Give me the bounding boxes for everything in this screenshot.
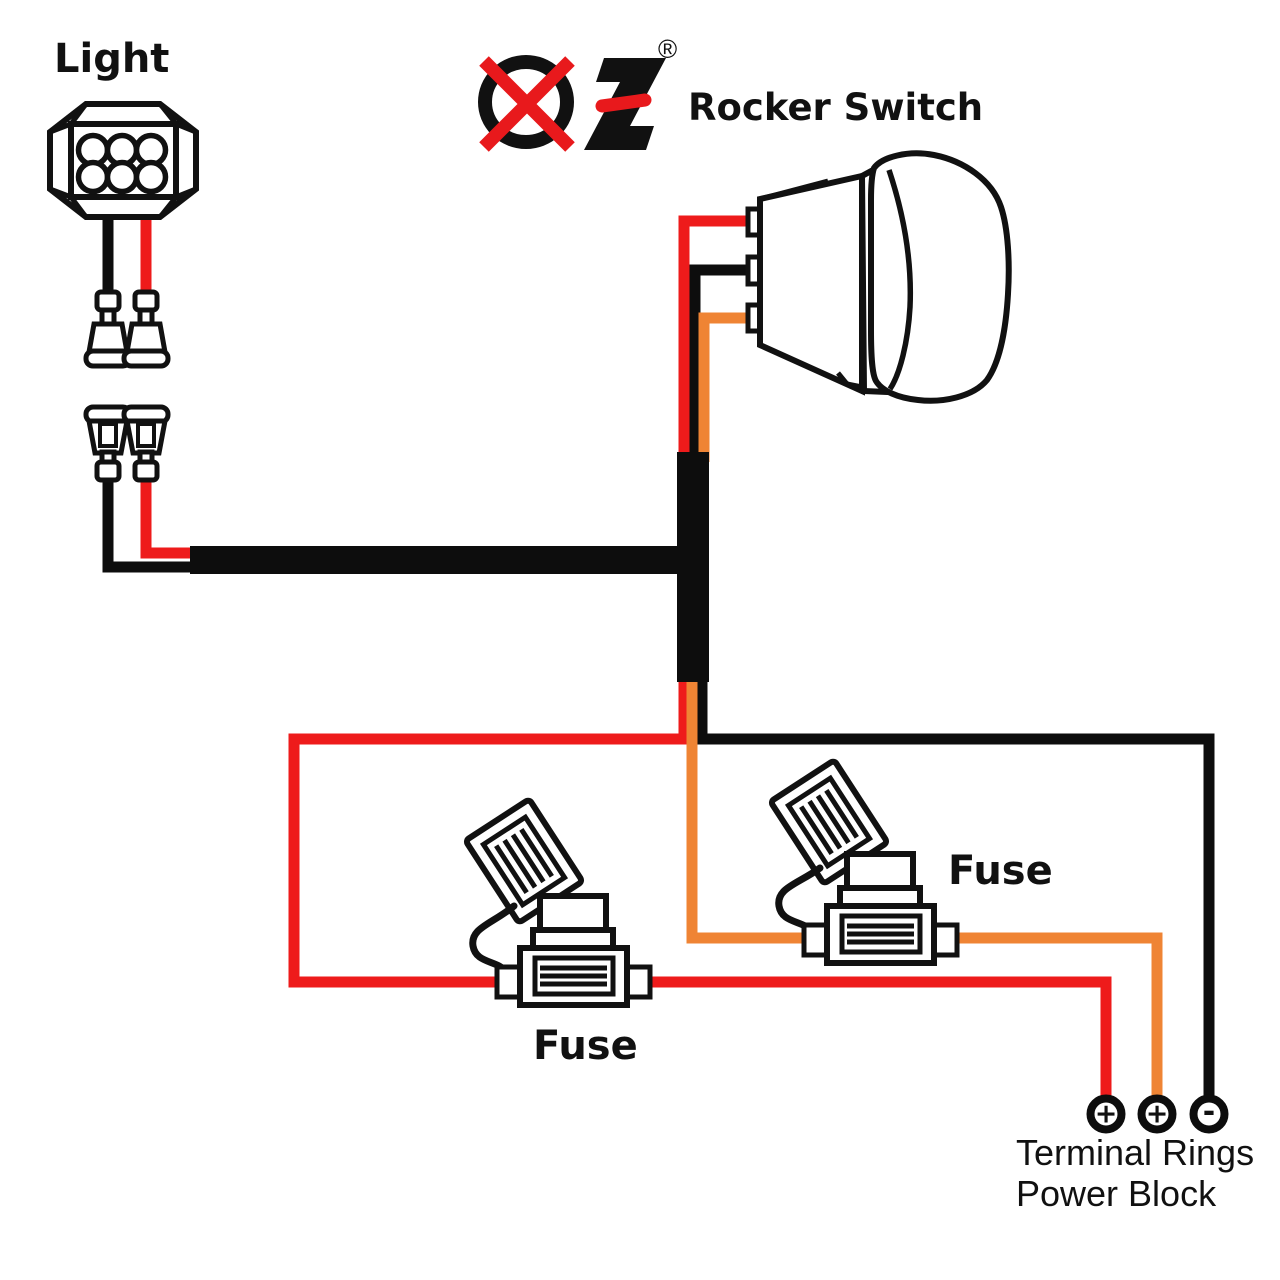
switch-rocker-paddle: [868, 150, 1012, 404]
harness-trunk: [677, 452, 709, 682]
terminal-ring-positive-2: [1137, 1094, 1177, 1134]
female-bullet-connector-black: [83, 404, 133, 483]
fuse-lead-wire-right: [775, 864, 824, 936]
oz-logo-registered: ®: [658, 34, 677, 64]
terminal-ring-negative: [1189, 1094, 1229, 1134]
wire-light-black: [102, 208, 196, 573]
wire-red-feed: [288, 680, 1112, 1098]
switch-body: [757, 172, 865, 396]
label-rocker-switch: Rocker Switch: [688, 86, 983, 129]
terminal-ring-positive-2-symbol: +: [1146, 1099, 1169, 1130]
oz-logo-o: [478, 55, 574, 149]
wires: [102, 208, 1215, 1098]
label-terminal-rings: Terminal Rings: [1016, 1132, 1254, 1173]
label-fuse-left: Fuse: [533, 1023, 638, 1069]
female-bullet-connector-red: [121, 404, 171, 483]
bullet-connectors-female: [83, 404, 171, 483]
fuse-holder-left: [494, 893, 653, 1008]
fuse-assembly-left: [463, 797, 653, 1008]
fuse-lead-wire-left: [469, 902, 518, 976]
fuse-holder-right: [801, 851, 960, 966]
fuse-assembly-right: [768, 758, 960, 966]
terminal-ring-positive-1-symbol: +: [1095, 1099, 1118, 1130]
switch-rocker-crease: [886, 169, 914, 391]
spare-fuse-left: [463, 797, 585, 925]
light-bar-led-pods: [75, 132, 169, 195]
wire-ground-black: [696, 680, 1215, 1098]
wire-switch-red: [678, 215, 757, 462]
label-fuse-right: Fuse: [948, 848, 1053, 894]
oz-logo-x: [479, 56, 575, 152]
power-block-rings: + + -: [1086, 1094, 1229, 1134]
bullet-connectors-male: [83, 289, 171, 369]
harness-sleeve: [190, 546, 680, 574]
wire-switch-orange: [698, 312, 757, 462]
wire-switch-black: [689, 264, 757, 462]
wire-light-red: [140, 208, 196, 559]
label-light: Light: [54, 36, 169, 82]
terminal-ring-positive-1: [1086, 1094, 1126, 1134]
switch-body-fold-line: [759, 178, 829, 202]
label-power-block: Power Block: [1016, 1173, 1217, 1214]
fuse-holder-right-cap-top: [844, 851, 916, 893]
light-bar-icon: [47, 101, 199, 220]
light-bar-brackets: [49, 102, 197, 219]
male-bullet-connector-black: [83, 289, 133, 369]
terminal-ring-negative-symbol: -: [1203, 1095, 1215, 1130]
oz-logo: ®: [478, 34, 677, 152]
oz-logo-z-dash: [595, 93, 652, 113]
rocker-switch-icon: [745, 150, 1012, 404]
fuse-holder-left-cap-top: [537, 893, 609, 935]
male-bullet-connector-red: [121, 289, 171, 369]
switch-body-notch: [836, 371, 863, 390]
